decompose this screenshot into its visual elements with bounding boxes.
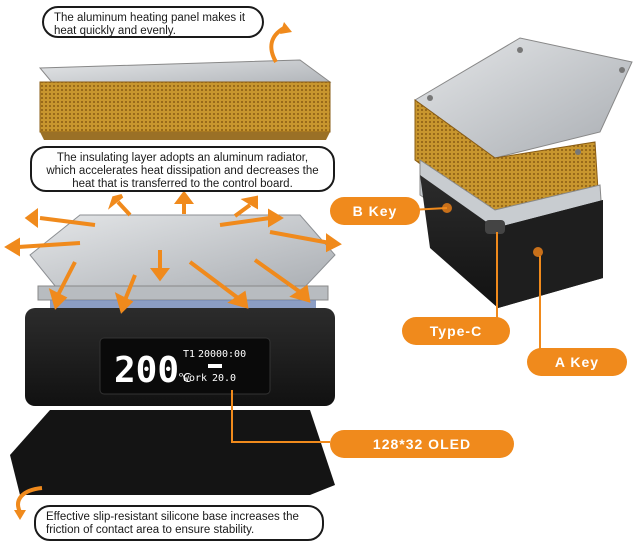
svg-text:00:00: 00:00 bbox=[216, 349, 246, 360]
oled-screen: 200 ℃ T1 200 00:00 work 20.0 bbox=[114, 349, 246, 391]
svg-text:20.0: 20.0 bbox=[212, 373, 236, 384]
curved-arrow-bottom bbox=[16, 486, 43, 513]
silicone-base bbox=[10, 410, 335, 495]
svg-text:T1: T1 bbox=[183, 349, 195, 360]
radiator-plate bbox=[29, 214, 336, 312]
label-b-key: B Key bbox=[330, 197, 420, 225]
label-type-c-text: Type-C bbox=[429, 323, 483, 339]
label-b-key-text: B Key bbox=[352, 203, 398, 219]
assembled-device bbox=[414, 37, 633, 308]
label-type-c: Type-C bbox=[402, 317, 510, 345]
heat-arrows bbox=[4, 190, 342, 314]
label-a-key: A Key bbox=[527, 348, 627, 376]
svg-text:℃: ℃ bbox=[178, 371, 191, 385]
svg-text:work: work bbox=[183, 373, 207, 384]
callout-insulating-layer: The insulating layer adopts an aluminum … bbox=[30, 146, 335, 192]
main-device-body bbox=[25, 308, 335, 406]
heating-panel-exploded bbox=[38, 59, 332, 140]
label-oled-text: 128*32 OLED bbox=[372, 436, 472, 452]
label-a-key-text: A Key bbox=[554, 354, 600, 370]
callout-silicone-base: Effective slip-resistant silicone base i… bbox=[34, 505, 324, 541]
svg-text:200: 200 bbox=[114, 350, 179, 391]
label-oled: 128*32 OLED bbox=[330, 430, 514, 458]
curved-arrow-top bbox=[269, 26, 286, 63]
svg-text:200: 200 bbox=[198, 349, 216, 360]
callout-heating-panel: The aluminum heating panel makes it heat… bbox=[42, 6, 264, 38]
